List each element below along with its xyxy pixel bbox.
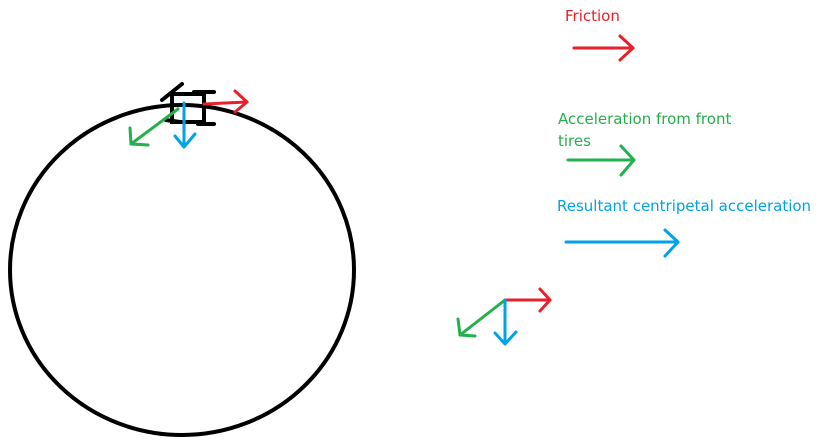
vector-sum-front-tire-arrow [456, 298, 507, 338]
legend-front-tire-arrow [566, 144, 636, 177]
car-front-tire-arrow [128, 107, 180, 147]
vector-sum-centripetal-arrow [493, 298, 518, 346]
legend-friction-label: Friction [565, 7, 620, 25]
car-body [170, 92, 206, 124]
car [160, 82, 216, 126]
car-friction-arrow [202, 89, 249, 114]
circular-track [8, 103, 356, 437]
legend-centripetal-arrow [564, 228, 680, 258]
car-centripetal-arrow [173, 101, 197, 149]
legend-centripetal-label: Resultant centripetal acceleration [557, 197, 812, 215]
car-wheel-front-left [160, 82, 184, 102]
legend-friction-arrow [572, 34, 635, 62]
legend-front-tires-label: Acceleration from front tires [558, 110, 732, 150]
car-wheel-rear-left [164, 118, 182, 124]
vector-sum-friction-arrow [503, 287, 552, 313]
